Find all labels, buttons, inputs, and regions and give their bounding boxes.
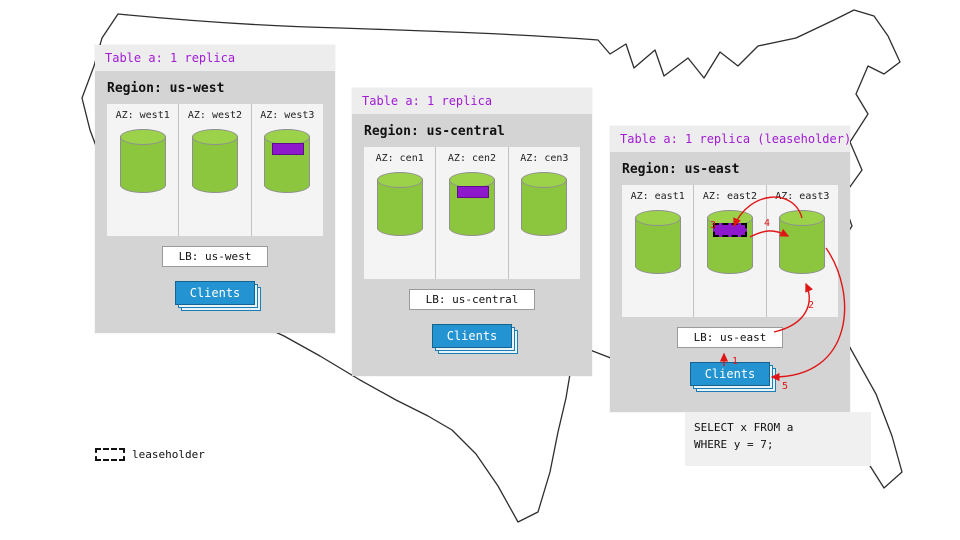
region-card-us-west: Table a: 1 replica Region: us-west AZ: w… — [95, 45, 335, 333]
region-title: Region: us-east — [622, 162, 740, 177]
sql-query-box: SELECT x FROM a WHERE y = 7; — [685, 412, 871, 466]
region-card-us-central: Table a: 1 replica Region: us-central AZ… — [352, 88, 592, 376]
leaseholder-chip — [712, 223, 747, 237]
db-cylinder-icon — [119, 129, 166, 193]
load-balancer-box: LB: us-east — [676, 327, 784, 348]
load-balancer-box: LB: us-west — [161, 246, 269, 267]
region-body: Region: us-west AZ: west1 AZ: west2 AZ: … — [95, 71, 335, 333]
replica-chip — [456, 186, 489, 198]
db-cylinder-icon — [191, 129, 238, 193]
clients-button: Clients — [174, 281, 256, 305]
load-balancer-box: LB: us-central — [408, 289, 536, 310]
db-cylinder-icon — [264, 129, 311, 193]
db-cylinder-icon — [779, 210, 826, 274]
az-label: AZ: east3 — [775, 191, 830, 202]
az-column: AZ: west2 — [179, 104, 252, 236]
table-header: Table a: 1 replica — [95, 45, 335, 71]
db-cylinder-icon — [706, 210, 753, 274]
az-label: AZ: cen3 — [520, 153, 569, 164]
table-header: Table a: 1 replica — [352, 88, 592, 114]
az-label: AZ: west1 — [115, 110, 170, 121]
leaseholder-swatch-icon — [95, 448, 125, 461]
clients-button: Clients — [689, 362, 771, 386]
db-cylinder-icon — [448, 172, 495, 236]
region-body: Region: us-central AZ: cen1 AZ: cen2 AZ:… — [352, 114, 592, 376]
db-cylinder-icon — [376, 172, 423, 236]
sql-line: WHERE y = 7; — [694, 438, 774, 452]
az-label: AZ: cen2 — [447, 153, 497, 164]
table-header: Table a: 1 replica (leaseholder) — [610, 126, 851, 152]
region-body: Region: us-east AZ: east1 AZ: east2 AZ: … — [610, 152, 850, 412]
az-column: AZ: cen3 — [509, 147, 580, 279]
db-cylinder-icon — [634, 210, 681, 274]
legend-leaseholder: leaseholder — [95, 448, 205, 461]
replica-chip — [272, 143, 305, 155]
sql-line: SELECT x FROM a — [694, 421, 794, 434]
az-panel: AZ: east1 AZ: east2 AZ: east3 — [622, 185, 838, 317]
legend-label: leaseholder — [132, 448, 205, 461]
region-title: Region: us-west — [107, 81, 225, 96]
az-panel: AZ: west1 AZ: west2 AZ: west3 — [107, 104, 323, 236]
az-column: AZ: cen1 — [364, 147, 437, 279]
az-panel: AZ: cen1 AZ: cen2 AZ: cen3 — [364, 147, 580, 279]
az-column: AZ: east2 — [694, 185, 767, 317]
az-column: AZ: cen2 — [436, 147, 509, 279]
region-title: Region: us-central — [364, 124, 505, 139]
az-column: AZ: east3 — [767, 185, 838, 317]
az-column: AZ: east1 — [622, 185, 695, 317]
db-cylinder-icon — [521, 172, 568, 236]
az-label: AZ: east2 — [702, 191, 758, 202]
az-column: AZ: west1 — [107, 104, 180, 236]
az-label: AZ: west2 — [187, 110, 243, 121]
region-card-us-east: Table a: 1 replica (leaseholder) Region:… — [610, 126, 851, 412]
az-label: AZ: east1 — [630, 191, 685, 202]
az-label: AZ: cen1 — [375, 153, 424, 164]
az-label: AZ: west3 — [260, 110, 315, 121]
az-column: AZ: west3 — [252, 104, 323, 236]
clients-button: Clients — [431, 324, 513, 348]
